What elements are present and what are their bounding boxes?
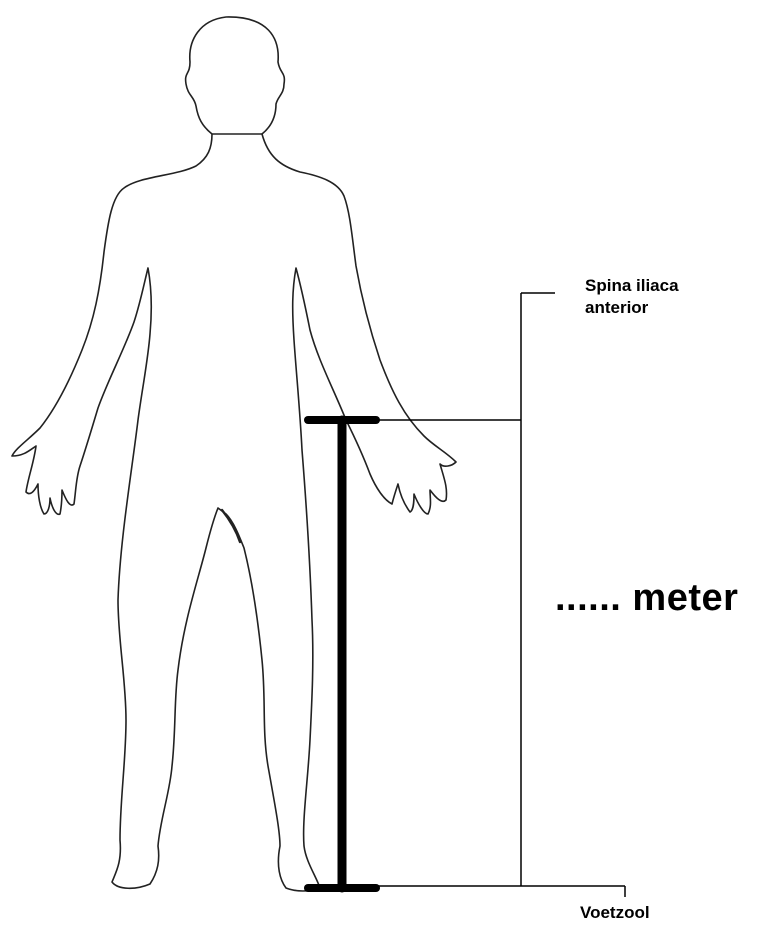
human-body-outline: [12, 17, 456, 891]
anterior-label: anterior: [585, 298, 648, 318]
measurement-label: ...... meter: [555, 577, 738, 621]
voetzool-label: Voetzool: [580, 903, 650, 923]
head-outline: [186, 17, 285, 134]
height-measure-bar: [308, 420, 376, 888]
spina-iliaca-label: Spina iliaca: [585, 276, 679, 296]
inner-leg-line: [222, 510, 240, 542]
body-silhouette-outline: [12, 134, 456, 891]
